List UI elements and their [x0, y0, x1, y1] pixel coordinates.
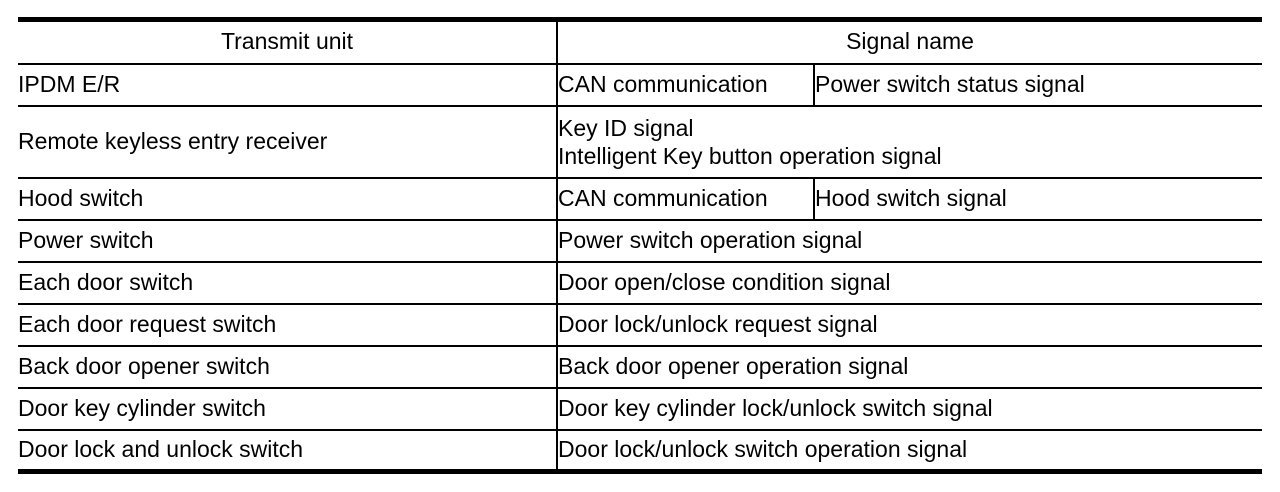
- column-header-transmit-unit: Transmit unit: [18, 19, 557, 65]
- signal-line-2: Intelligent Key button operation signal: [558, 142, 942, 169]
- signal-name-cell: Hood switch signal: [812, 177, 1263, 221]
- row-back-door-opener-switch: Back door opener switch Back door opener…: [18, 345, 1263, 389]
- transmit-unit-cell: Remote keyless entry receiver: [18, 105, 557, 179]
- row-power-switch: Power switch Power switch operation sign…: [18, 219, 1263, 263]
- table-header-row: Transmit unit Signal name: [18, 19, 1263, 65]
- column-header-signal-name: Signal name: [555, 19, 1263, 65]
- signal-name-cell: Back door opener operation signal: [555, 345, 1263, 389]
- transmit-unit-cell: Power switch: [18, 219, 557, 263]
- signal-line-1: Key ID signal: [558, 114, 694, 141]
- transmit-unit-cell: Door key cylinder switch: [18, 387, 557, 431]
- transmit-unit-cell: Each door switch: [18, 261, 557, 305]
- row-each-door-switch: Each door switch Door open/close conditi…: [18, 261, 1263, 305]
- transmit-unit-cell: Door lock and unlock switch: [18, 429, 557, 473]
- transmit-unit-cell: IPDM E/R: [18, 63, 557, 107]
- communication-method-cell: CAN communication: [556, 177, 814, 221]
- signal-name-cell: Door lock/unlock request signal: [555, 303, 1263, 347]
- signal-name-cell: Power switch status signal: [812, 63, 1263, 107]
- signal-name-cell: Door key cylinder lock/unlock switch sig…: [555, 387, 1263, 431]
- communication-method-cell: CAN communication: [556, 63, 814, 107]
- row-ipdm-er: IPDM E/R CAN communication Power switch …: [18, 63, 1263, 107]
- transmit-unit-cell: Hood switch: [18, 177, 557, 221]
- signal-name-cell: Key ID signal Intelligent Key button ope…: [555, 105, 1263, 179]
- row-each-door-request-switch: Each door request switch Door lock/unloc…: [18, 303, 1263, 347]
- signal-name-cell: Door open/close condition signal: [555, 261, 1263, 305]
- row-hood-switch: Hood switch CAN communication Hood switc…: [18, 177, 1263, 221]
- transmit-unit-cell: Back door opener switch: [18, 345, 557, 389]
- row-door-key-cylinder-switch: Door key cylinder switch Door key cylind…: [18, 387, 1263, 431]
- signal-name-cell: Door lock/unlock switch operation signal: [555, 429, 1263, 473]
- transmit-signal-table: Transmit unit Signal name IPDM E/R CAN c…: [18, 17, 1263, 474]
- signal-name-cell: Power switch operation signal: [555, 219, 1263, 263]
- row-door-lock-and-unlock-switch: Door lock and unlock switch Door lock/un…: [18, 429, 1263, 473]
- row-remote-keyless-entry-receiver: Remote keyless entry receiver Key ID sig…: [18, 105, 1263, 179]
- transmit-unit-cell: Each door request switch: [18, 303, 557, 347]
